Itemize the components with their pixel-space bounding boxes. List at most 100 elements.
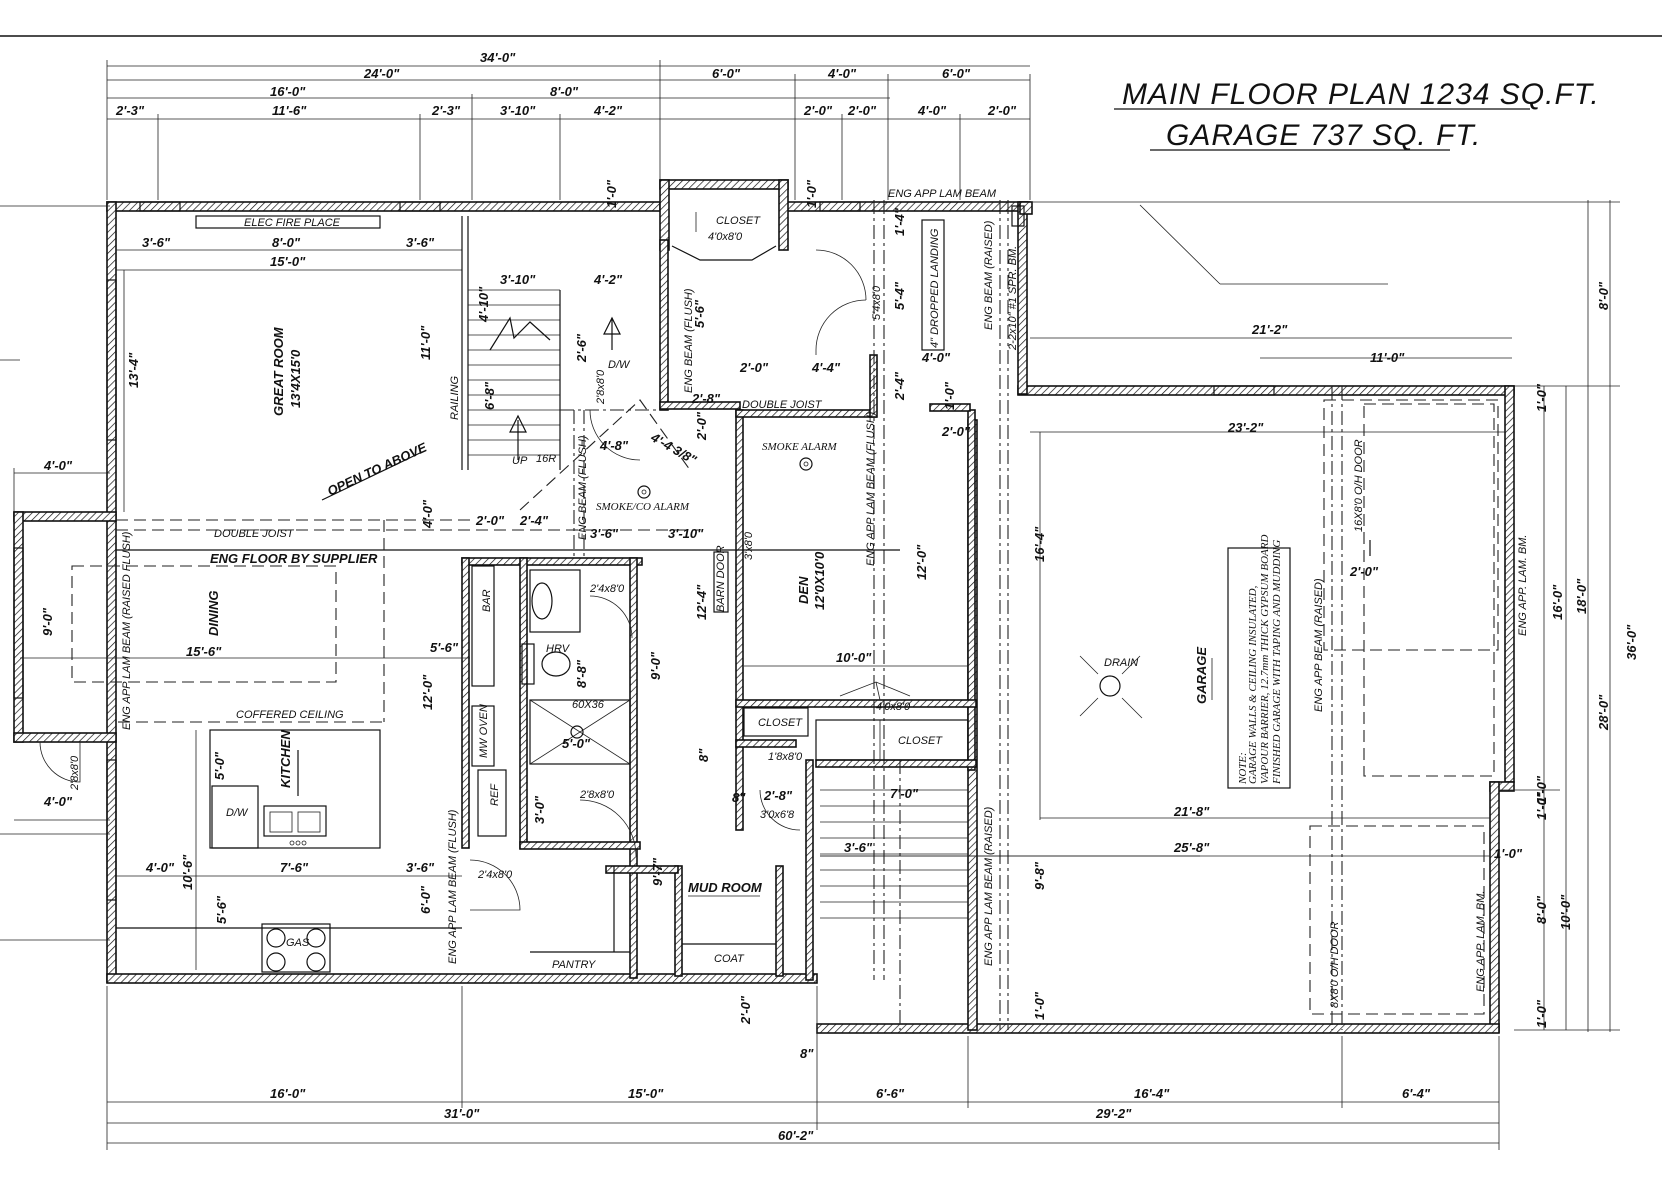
- label-c-4-4: 4'-4": [811, 360, 841, 375]
- bottom-dimensions: 16'-0" 15'-0" 6'-6" 16'-4" 6'-4" 31'-0" …: [106, 986, 1500, 1150]
- label-d-5-6: 5'-6": [430, 640, 459, 655]
- label-gr-13-4: 13'-4": [126, 352, 141, 388]
- label-k-3-0: 3'-0": [532, 795, 547, 824]
- label-b-9-7: 9'-7": [650, 857, 665, 886]
- label-pantry: PANTRY: [552, 959, 596, 971]
- label-r-1-0: 1'-0": [1534, 383, 1549, 412]
- label-den: DEN: [796, 576, 811, 604]
- smoke-co-alarm-icon: [637, 485, 651, 499]
- label-sixteen-r: 16R: [536, 453, 556, 465]
- label-door-2-4: 2'4x8'0: [477, 869, 513, 881]
- label-top-4a: 4'-0": [827, 66, 857, 81]
- right-dimensions: 8'-0" 36'-0" 18'-0" 16'-0" 28'-0" 1'-0" …: [1030, 200, 1639, 1032]
- label-spr-bm: 2-2x10" #1 SPR. BM.: [1007, 246, 1019, 351]
- label-mud-room: MUD ROOM: [688, 880, 763, 895]
- label-mw-oven: MW OVEN: [478, 704, 490, 758]
- label-c-4-8: 4'-8": [599, 438, 629, 453]
- label-smoke: SMOKE ALARM: [762, 441, 837, 453]
- label-r-9-8: 9'-8": [1032, 861, 1047, 890]
- label-t-2-3a: 2'-3": [115, 103, 145, 118]
- label-kitchen: KITCHEN: [278, 730, 293, 788]
- label-b-5-0: 5'-0": [562, 736, 591, 751]
- label-t-11-6: 11'-6": [272, 103, 307, 118]
- label-d-2-0: 2'-0": [475, 513, 505, 528]
- label-gr-3-6a: 3'-6": [142, 235, 171, 250]
- label-c-1-0a: 1'-0": [604, 179, 619, 208]
- label-r-1-0b: 1'-0": [1534, 775, 1549, 804]
- label-st-4-2: 4'-2": [593, 272, 623, 287]
- label-c-2-0: 2'-0": [739, 360, 769, 375]
- label-oh-door-8: 8X8'0 O/H DOOR: [1329, 921, 1341, 1008]
- label-l-4-0: 4'-0": [921, 350, 951, 365]
- label-d-15-6: 15'-6": [186, 644, 222, 659]
- label-double-joist-1: DOUBLE JOIST: [214, 528, 295, 540]
- label-top-34: 34'-0": [480, 50, 516, 65]
- label-m-3-6: 3'-6": [844, 840, 873, 855]
- smoke-alarm-icon: [799, 457, 813, 471]
- label-t-3-10: 3'-10": [500, 103, 536, 118]
- label-barn-door: BARN DOOR: [715, 545, 727, 612]
- label-left-4-0b: 4'-0": [43, 794, 73, 809]
- label-k-5-6: 5'-6": [214, 895, 229, 924]
- label-st-4-0: 4'-0": [420, 499, 435, 529]
- label-r-1-0e: 1'-0": [1032, 991, 1047, 1020]
- label-eng-app-beam-raised: ENG APP BEAM (RAISED): [1313, 578, 1325, 712]
- label-note-title: NOTE:: [1237, 752, 1249, 785]
- label-bot-6-6: 6'-6": [876, 1086, 905, 1101]
- label-eng-beam-raised-v: ENG BEAM (RAISED): [983, 220, 995, 330]
- label-r-10-0: 10'-0": [1558, 894, 1573, 930]
- label-t-2-0a: 2'-0": [803, 103, 833, 118]
- label-closet-mid: CLOSET: [758, 717, 803, 729]
- label-t-4-0: 4'-0": [917, 103, 947, 118]
- label-l-1-4: 1'-4": [892, 207, 907, 236]
- left-dimensions: 4'-0" 4'-0" 9'-0" 2'8x8'0: [0, 205, 110, 941]
- label-k-7-6: 7'-6": [280, 860, 309, 875]
- label-gr-11-0: 11'-0": [418, 325, 433, 360]
- label-r-36-0: 36'-0": [1624, 624, 1639, 660]
- label-k-6-0: 6'-0": [418, 885, 433, 914]
- label-top-6b: 6'-0": [942, 66, 971, 81]
- label-g-21-8: 21'-8": [1173, 804, 1210, 819]
- label-note-3: FINISHED GARAGE WITH TAPING AND MUDDING: [1271, 540, 1283, 785]
- label-g-16-4: 16'-4": [1032, 526, 1047, 562]
- label-closet-size: 4'0x8'0: [708, 231, 743, 243]
- label-k-3-6: 3'-6": [406, 860, 435, 875]
- label-gr-3-6b: 3'-6": [406, 235, 435, 250]
- label-door-4x8: 4'0x8'0: [876, 701, 911, 713]
- label-m-8b: 8": [732, 790, 746, 805]
- label-eng-app-lam-bm-2: ENG APP. LAM. BM.: [1475, 891, 1487, 992]
- label-eng-app-lam-flush-low: ENG APP LAM BEAM (FLUSH): [865, 411, 877, 566]
- label-eng-app-lam-flush: ENG APP LAM BEAM (FLUSH): [447, 809, 459, 964]
- label-c-2-8: 2'-8": [691, 391, 721, 406]
- label-bot-60-2: 60'-2": [778, 1128, 814, 1143]
- label-great-room: GREAT ROOM: [271, 326, 286, 416]
- label-m-7-0: 7'-0": [890, 786, 919, 801]
- label-c-1-0b: 1'-0": [804, 179, 819, 208]
- label-m-2-0: 2'-0": [738, 995, 753, 1025]
- label-bot-29-2: 29'-2": [1095, 1106, 1132, 1121]
- label-c-5-6: 5'-6": [692, 299, 707, 328]
- label-den-12-4: 12'-4": [694, 584, 709, 620]
- label-bot-31-0: 31'-0": [444, 1106, 480, 1121]
- label-eng-beam-flush-1: ENG BEAM (FLUSH): [683, 288, 695, 393]
- label-coat: COAT: [714, 953, 745, 965]
- label-up: UP: [512, 455, 528, 467]
- label-c-4-3: 4'-4 3/8": [648, 429, 700, 468]
- label-den-size: 12'0X10'0: [812, 551, 827, 610]
- label-top-24: 24'-0": [363, 66, 400, 81]
- label-l-2-0b: 2'-0": [941, 424, 971, 439]
- label-k-10-6: 10'-6": [180, 854, 195, 890]
- label-st-4-10: 4'-10": [476, 286, 491, 323]
- label-dropped-landing: 4" DROPPED LANDING: [929, 228, 941, 348]
- label-closet-low: CLOSET: [898, 735, 943, 747]
- walls: [13, 179, 1515, 1034]
- smoke-alarms: SMOKE/CO ALARM SMOKE ALARM: [596, 441, 837, 513]
- label-den-12-0: 12'-0": [914, 544, 929, 580]
- label-m-8: 8": [696, 748, 711, 762]
- label-railing: RAILING: [449, 376, 461, 420]
- label-top-6a: 6'-0": [712, 66, 741, 81]
- label-door-2-8: 2'8x8'0: [595, 369, 607, 405]
- label-closet-top: CLOSET: [716, 215, 761, 227]
- label-door-3x8: 3'x8'0: [743, 531, 755, 560]
- label-bot-6-4: 6'-4": [1402, 1086, 1431, 1101]
